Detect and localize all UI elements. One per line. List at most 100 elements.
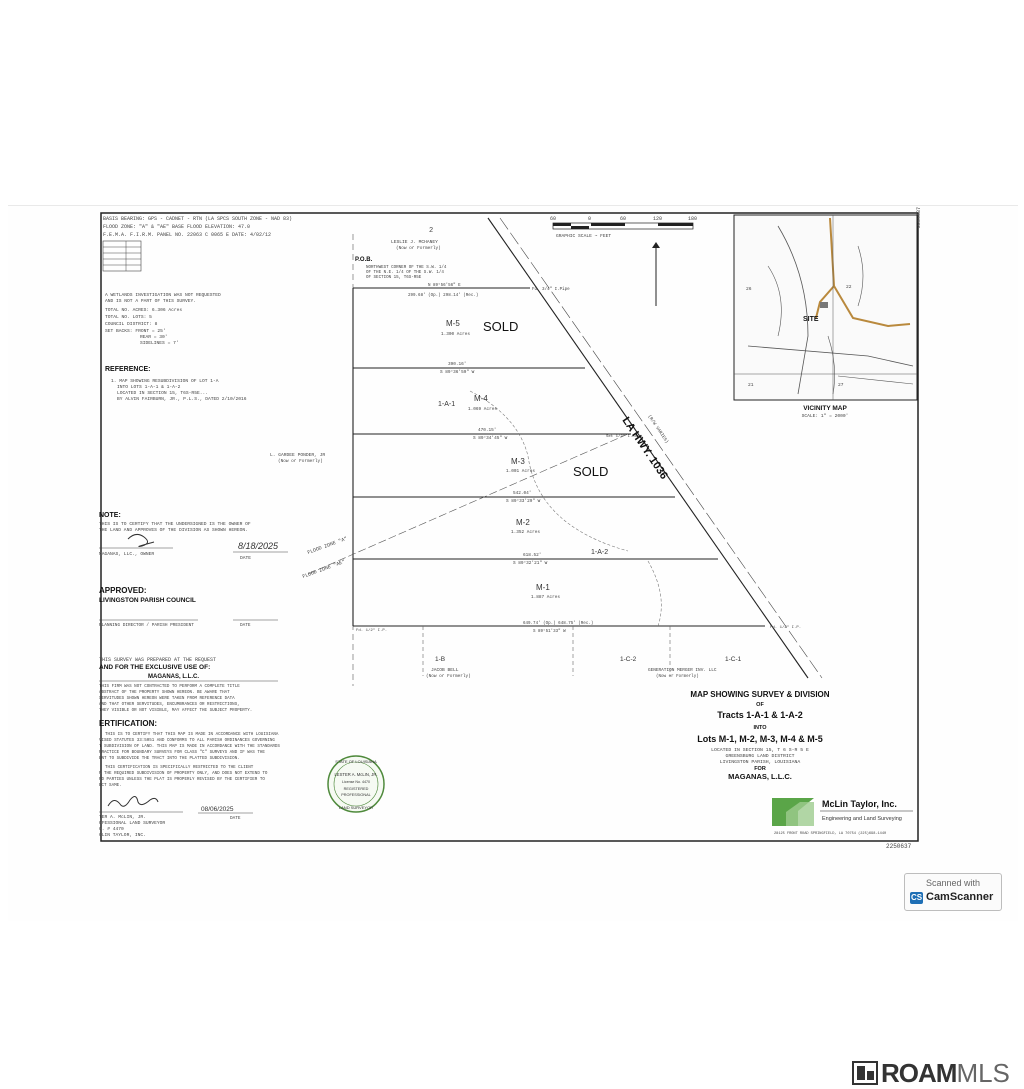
svg-text:BY ALVIN FAIRBURN, JR., P.L.S.: BY ALVIN FAIRBURN, JR., P.L.S., DATED 2/… (117, 396, 247, 402)
vicinity-map-scale: SCALE: 1" = 2000' (802, 413, 849, 419)
svg-text:470.15': 470.15' (478, 428, 496, 433)
owner-label: MAGANAS, LLC., OWNER (99, 551, 154, 557)
bottom-bearing: S 89°51'33" W (533, 629, 566, 634)
svg-text:TOTAL NO. ACRES: 6.306 Acres: TOTAL NO. ACRES: 6.306 Acres (105, 307, 182, 313)
survey-for-client: MAGANAS, L.L.C. (148, 674, 199, 680)
survey-for-line-1: THIS SURVEY WAS PREPARED AT THE REQUEST (99, 657, 216, 663)
svg-text:OFESSIONAL LAND SURVEYOR: OFESSIONAL LAND SURVEYOR (99, 820, 165, 826)
svg-text:THIS IS TO CERTIFY THAT THIS M: THIS IS TO CERTIFY THAT THIS MAP IS MADE… (105, 733, 279, 737)
svg-text:REGISTERED: REGISTERED (344, 787, 369, 791)
camscanner-logo-icon: CS (910, 892, 923, 904)
surveyor-info: TER A. McLIN, JR. OFESSIONAL LAND SURVEY… (99, 814, 165, 838)
svg-text:ECT SAME.: ECT SAME. (99, 784, 122, 788)
note-line-1: THIS IS TO CERTIFY THAT THE UNDERSIGNED … (99, 521, 251, 527)
svg-text:G. # 4470: G. # 4470 (99, 826, 124, 832)
svg-text:LIVINGSTON PARISH, LOUISIANA: LIVINGSTON PARISH, LOUISIANA (720, 759, 801, 765)
pin-fd-ip: Fd. 1/2" I.P. (356, 628, 387, 633)
svg-text:THIS CERTIFICATION IS SPECIFIC: THIS CERTIFICATION IS SPECIFICALLY RESTR… (105, 766, 254, 770)
svg-text:TER A. McLIN, JR.: TER A. McLIN, JR. (99, 814, 146, 820)
job-number-top: 2250637 (916, 207, 922, 228)
svg-text:GRAPHIC SCALE ~ FEET: GRAPHIC SCALE ~ FEET (556, 233, 611, 239)
certification-lines: THIS IS TO CERTIFY THAT THIS MAP IS MADE… (99, 733, 280, 788)
job-number-bottom: 2250637 (886, 843, 912, 850)
svg-text:OF SECTION 15, T6S-R5E: OF SECTION 15, T6S-R5E (366, 276, 422, 280)
svg-text:LOCATED IN SECTION 15, T6S-R5E: LOCATED IN SECTION 15, T6S-R5E... (117, 390, 208, 396)
survey-plat-drawing: 2250637 2250637 BASIS BEARING: GPS - CAD… (99, 207, 922, 850)
svg-text:M-5: M-5 (446, 319, 460, 328)
firm-name: McLin Taylor, Inc. (822, 799, 897, 809)
svg-text:GREENSBURG LAND DISTRICT: GREENSBURG LAND DISTRICT (725, 753, 794, 759)
svg-text:180: 180 (688, 216, 697, 222)
lot-m5-sold: SOLD (483, 319, 518, 334)
svg-text:390.16': 390.16' (448, 362, 466, 367)
svg-text:NORTHWEST CORNER OF THE S.W. 1: NORTHWEST CORNER OF THE S.W. 1/4 (366, 265, 447, 270)
approved-signer: PLANNING DIRECTOR / PARISH PRESIDENT (99, 623, 194, 628)
svg-text:INTO: INTO (753, 725, 767, 731)
tract-1a2-label: 1-A-2 (591, 549, 608, 556)
pin-set-rod: Set 1/2" I.Rod (606, 434, 640, 439)
svg-text:Lots M-1, M-2, M-3, M-4 & M-5: Lots M-1, M-2, M-3, M-4 & M-5 (697, 734, 823, 744)
svg-text:0: 0 (588, 216, 591, 222)
survey-for-line-2: AND FOR THE EXCLUSIVE USE OF: (99, 664, 210, 671)
section-number: 2 (429, 227, 433, 235)
svg-text:1.300 Acres: 1.300 Acres (441, 332, 470, 337)
lot-m5: M-5 1.300 Acres SOLD 390.16' S 89°36'59"… (440, 319, 518, 375)
adjoiner-west-name: L. GARDEE PONDER, JR (270, 452, 325, 458)
svg-text:27: 27 (838, 382, 844, 388)
vicinity-map: SITE 26 22 21 27 (733, 214, 918, 401)
svg-text:1. MAP SHOWING RESUBDIVISION O: 1. MAP SHOWING RESUBDIVISION OF LOT 1-A (111, 378, 219, 384)
reference-lines: 1. MAP SHOWING RESUBDIVISION OF LOT 1-A … (111, 378, 247, 402)
note-title: NOTE: (99, 512, 121, 519)
pin-fd-pipe: Fd. 3/4" I.Pipe (532, 287, 570, 292)
svg-text:PROFESSIONAL: PROFESSIONAL (341, 793, 371, 797)
svg-text:ENT TO SUBDIVIDE THE TRACT INT: ENT TO SUBDIVIDE THE TRACT INTO THE PLAT… (99, 757, 240, 761)
svg-text:REAR = 30': REAR = 30' (140, 334, 168, 340)
flood-zone-note: FLOOD ZONE: "A" & "AE" BASE FLOOD ELEVAT… (103, 224, 250, 230)
svg-text:ABSTRACT OF THE PROPERTY SHOWN: ABSTRACT OF THE PROPERTY SHOWN HEREON. B… (99, 691, 230, 695)
lot-m2: M-2 1.352 Acres 1-A-2 618.52' S 89°32'21… (511, 518, 608, 566)
approved-title: APPROVED: (99, 586, 147, 595)
top-distance: 299.68' (Op.) 298.14' (Rec.) (408, 293, 478, 298)
camscanner-badge: Scanned with CS CamScanner (904, 873, 1002, 911)
svg-text:Tracts 1-A-1 & 1-A-2: Tracts 1-A-1 & 1-A-2 (717, 710, 803, 720)
svg-text:MAGANAS, L.L.C.: MAGANAS, L.L.C. (728, 772, 792, 781)
svg-text:542.04': 542.04' (513, 491, 531, 496)
mls-word: MLS (956, 1057, 1010, 1088)
svg-text:MAP SHOWING SURVEY & DIVISION: MAP SHOWING SURVEY & DIVISION (690, 690, 829, 699)
svg-text:M-2: M-2 (516, 518, 530, 527)
note-line-2: THE LAND AND APPROVES OF THE DIVISION AS… (99, 527, 248, 533)
approved-council: LIVINGSTON PARISH COUNCIL (99, 597, 196, 604)
lot-m3: M-3 1.001 Acres SOLD 542.04' S 89°33'29"… (506, 457, 608, 504)
surveyor-signature (107, 796, 159, 807)
svg-text:SITE: SITE (803, 316, 819, 323)
svg-text:S 89°36'59" W: S 89°36'59" W (440, 370, 475, 375)
svg-text:S 89°32'21" W: S 89°32'21" W (513, 561, 548, 566)
svg-text:AND THAT OTHER SERVITUDES, ENC: AND THAT OTHER SERVITUDES, ENCUMBRANCES … (99, 703, 240, 707)
svg-text:LESTER A. McLIN, JR.: LESTER A. McLIN, JR. (334, 772, 377, 777)
adjoiner-1c2-lot: 1-C-2 (620, 656, 637, 663)
svg-text:S 89°33'29" W: S 89°33'29" W (506, 499, 541, 504)
plat-border (100, 212, 919, 842)
firm-subtitle: Engineering and Land Surveying (822, 816, 902, 822)
highway-row: (R/W VARIES) (646, 414, 669, 445)
svg-text:SET BACKS: FRONT = 25': SET BACKS: FRONT = 25' (105, 328, 166, 334)
surveyor-seal: STATE OF LOUISIANA LESTER A. McLIN, JR. … (327, 755, 385, 813)
svg-text:THEY VISIBLE OR NOT VISIBLE, M: THEY VISIBLE OR NOT VISIBLE, MAY AFFECT … (99, 709, 252, 713)
svg-text:OF THE N.E. 1/4 OF THE S.W. 1/: OF THE N.E. 1/4 OF THE S.W. 1/4 (366, 270, 444, 275)
svg-text:STATE OF LOUISIANA: STATE OF LOUISIANA (335, 759, 377, 764)
svg-text:60: 60 (550, 216, 556, 222)
adjoiner-1b-lot: 1-B (435, 656, 445, 663)
wetlands-notes: A WETLANDS INVESTIGATION WAS NOT REQUEST… (105, 292, 221, 346)
firm-address: 28125 FRONT ROAD SPRINGFIELD, LA 70754 (… (774, 831, 886, 836)
lot-m1: M-1 1.887 Acres (531, 583, 560, 600)
svg-text:COUNCIL DISTRICT: 8: COUNCIL DISTRICT: 8 (105, 321, 158, 327)
adjoiner-1c1-lot: 1-C-1 (725, 656, 742, 663)
svg-text:S 89°34'45" W: S 89°34'45" W (473, 436, 508, 441)
graphic-scale: 60 0 60 120 180 GRAPHIC SCALE ~ FEET (550, 216, 697, 239)
svg-text:R THE REQUIRED SUBDIVISION OF: R THE REQUIRED SUBDIVISION OF PROPERTY O… (99, 772, 268, 776)
lot-m3-sold: SOLD (573, 464, 608, 479)
surveyor-date-label: DATE (230, 816, 241, 821)
top-bearing: N 89°56'56" E (428, 283, 461, 288)
title-block: MAP SHOWING SURVEY & DIVISION OF Tracts … (690, 690, 829, 781)
north-arrow (652, 242, 660, 306)
